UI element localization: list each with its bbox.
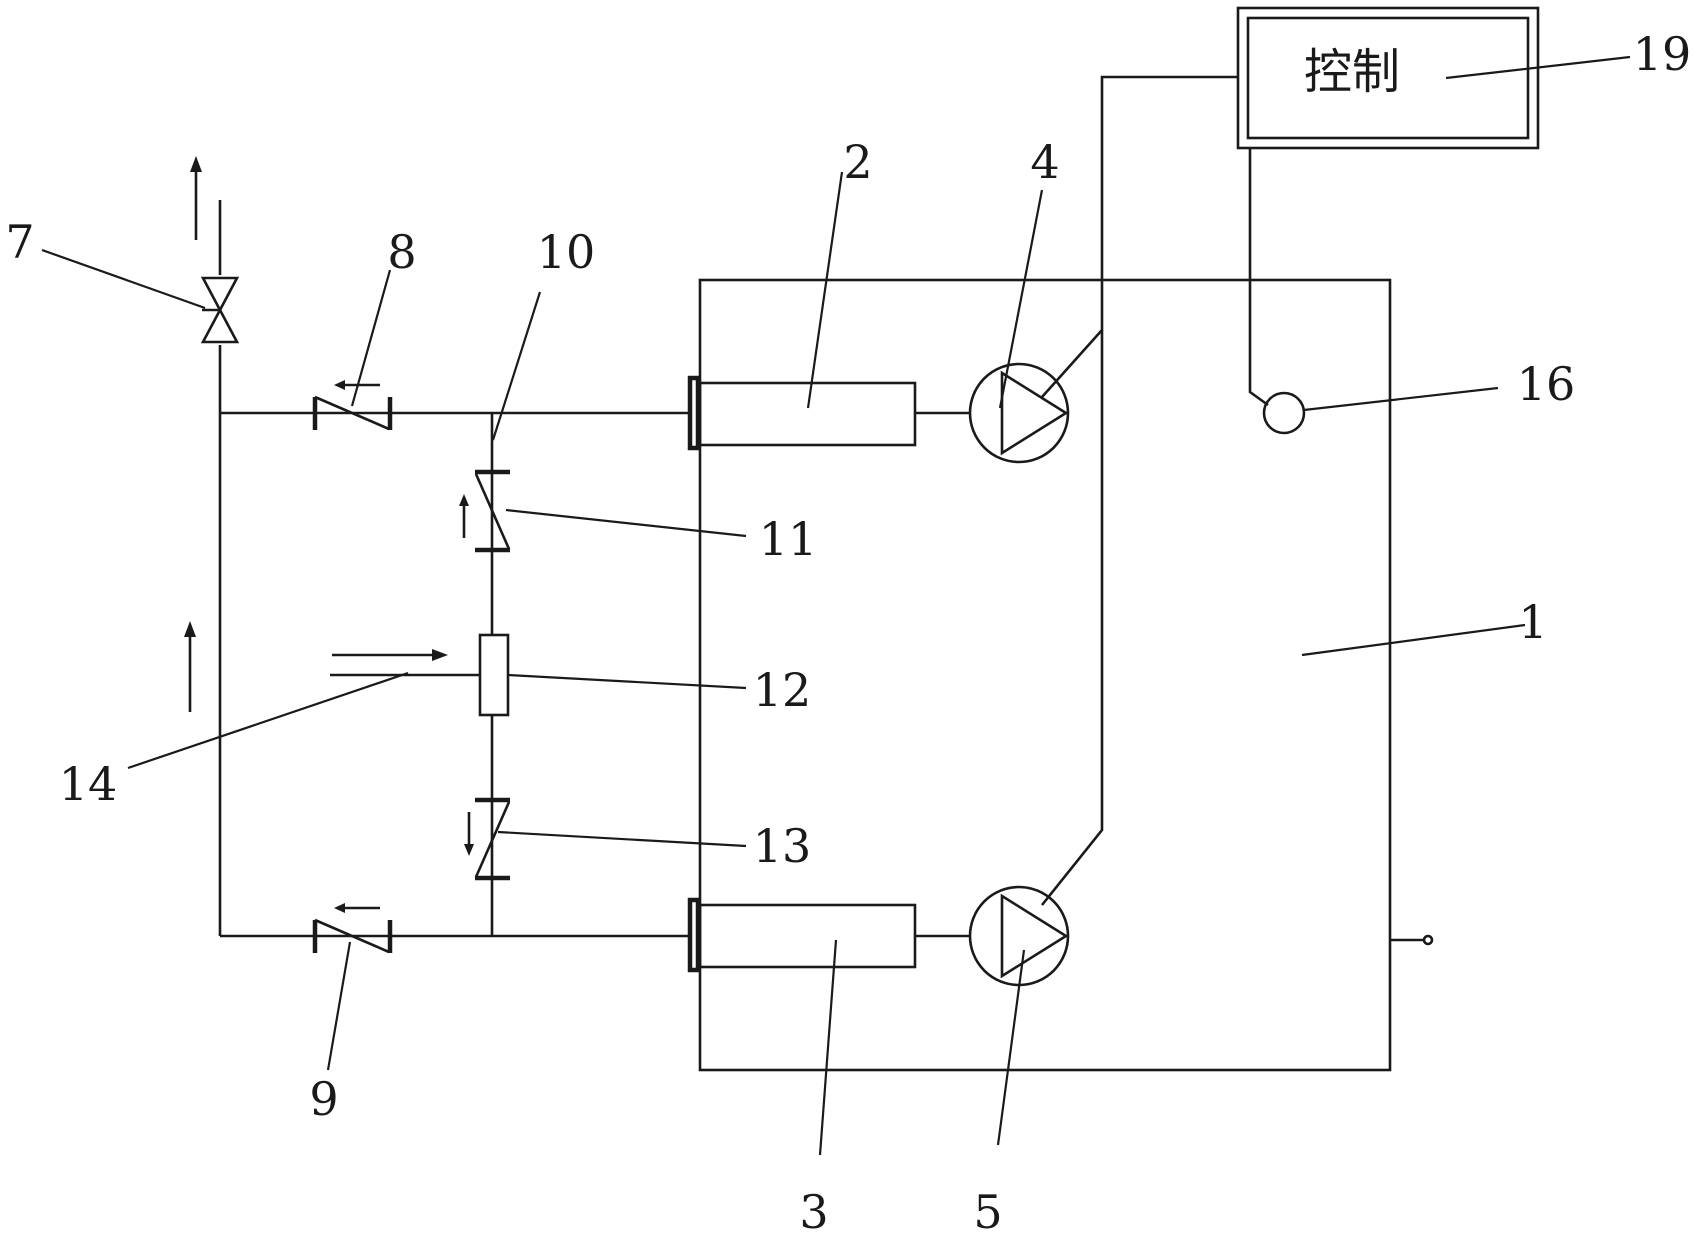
sensor [1262, 391, 1306, 435]
upper-cylinder [687, 375, 970, 451]
label-middle-check-valve-lower: 13 [753, 819, 812, 873]
middle-check-valve-upper [459, 469, 511, 553]
label-lower-cylinder: 3 [799, 1185, 828, 1235]
label-middle-check-valve-upper: 11 [759, 512, 818, 566]
label-upper-pump: 4 [1030, 135, 1059, 189]
tank [698, 278, 1434, 1072]
label-lower-pump: 5 [973, 1185, 1002, 1235]
label-lower-check-valve: 9 [309, 1072, 338, 1126]
control-wires [1040, 75, 1269, 906]
label-upper-check-valve: 8 [387, 225, 416, 279]
label-junction: 10 [537, 225, 596, 279]
label-inlet: 14 [59, 757, 118, 811]
lower-check-valve [312, 903, 393, 954]
lower-pump [968, 885, 1070, 987]
control-box: 控制 [1236, 6, 1540, 150]
control-box-text: 控制 [1304, 44, 1400, 100]
label-stop-valve: 7 [5, 215, 34, 269]
upper-check-valve [312, 380, 393, 431]
label-mixer: 12 [753, 663, 812, 717]
label-tank: 1 [1518, 595, 1547, 649]
leader-lines [41, 55, 1631, 1156]
stop-valve [200, 276, 240, 344]
label-sensor: 16 [1517, 357, 1576, 411]
lower-cylinder [687, 897, 970, 973]
number-labels: 1 2 3 4 5 7 8 9 10 11 12 13 14 16 19 [5, 27, 1691, 1235]
flow-arrows [184, 156, 448, 712]
label-controller: 19 [1633, 27, 1692, 81]
mixer [478, 633, 510, 717]
label-upper-cylinder: 2 [843, 135, 872, 189]
upper-pump [968, 362, 1070, 464]
piping [218, 200, 690, 938]
middle-check-valve-lower [464, 797, 511, 881]
